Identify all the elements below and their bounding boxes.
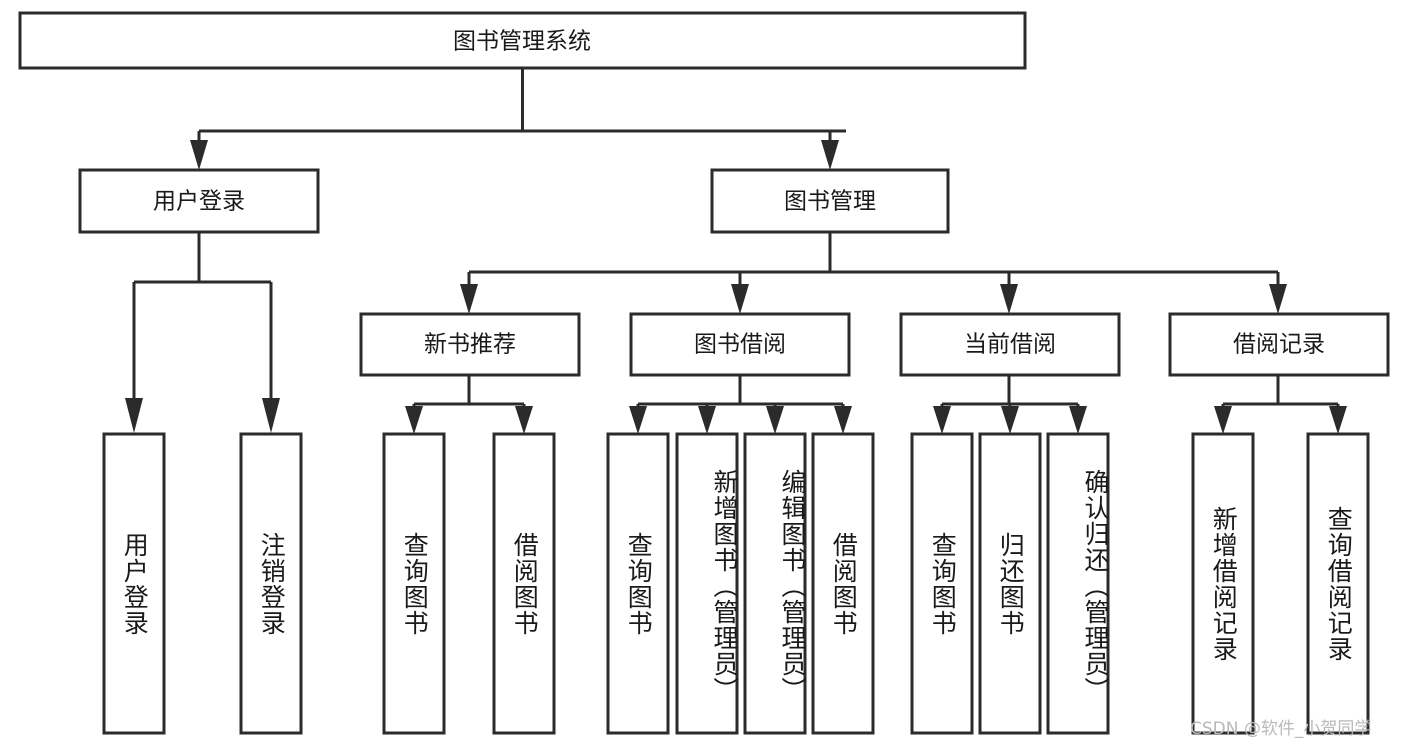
connector-group-current-borrow (933, 375, 1087, 434)
node-root-label: 图书管理系统 (453, 29, 591, 55)
leaf-rect-br-query-record[interactable] (1306, 432, 1370, 735)
leaf-rect-br-add-record[interactable] (1191, 432, 1255, 735)
arrow-head-leaf-logout (262, 398, 280, 433)
arrow-head-leaf-user-login (125, 398, 143, 433)
node-user-login[interactable]: 用户登录 (78, 168, 320, 234)
arrow-head-br-leaf-2 (1329, 406, 1347, 434)
node-borrow-records[interactable]: 借阅记录 (1168, 312, 1390, 377)
leaf-rect-logout[interactable] (239, 432, 303, 735)
connector-group-borrow-records (1214, 375, 1347, 434)
node-root[interactable]: 图书管理系统 (18, 11, 1027, 70)
connector-group-new-book (405, 375, 533, 434)
leaf-rect-cb-confirm-return[interactable] (1046, 432, 1110, 735)
arrow-head-new-book (460, 284, 478, 314)
arrow-head-br-leaf-1 (1214, 406, 1232, 434)
arrow-head-book-borrow (731, 284, 749, 314)
node-current-borrow-rect[interactable] (899, 312, 1121, 377)
arrow-head-borrow-records (1269, 284, 1287, 314)
node-user-login-label: 用户登录 (153, 189, 245, 215)
node-book-borrow-label: 图书借阅 (694, 332, 786, 358)
node-book-borrow-rect[interactable] (629, 312, 851, 377)
arrow-head-cb-leaf-1 (933, 406, 951, 434)
leaf-rect-bb-add-book[interactable] (675, 432, 739, 735)
node-book-borrow[interactable]: 图书借阅 (629, 312, 851, 377)
connector-group-user-login (125, 232, 280, 433)
connector-group-book-management (460, 232, 1287, 314)
leaf-rect-nb-borrow-book[interactable] (492, 432, 556, 735)
leaf-rect-bb-query-book[interactable] (606, 432, 670, 735)
node-user-login-rect[interactable] (78, 168, 320, 234)
node-root-rect[interactable] (18, 11, 1027, 70)
arrow-head-cb-leaf-3 (1069, 406, 1087, 434)
leaf-rect-user-login[interactable] (102, 432, 166, 735)
leaf-rect-bb-edit-book[interactable] (743, 432, 807, 735)
connector-group-book-borrow (629, 375, 852, 434)
node-book-management[interactable]: 图书管理 (710, 168, 950, 234)
node-current-borrow[interactable]: 当前借阅 (899, 312, 1121, 377)
node-new-book-recommend-rect[interactable] (359, 312, 581, 377)
arrow-head-nb-leaf-1 (405, 406, 423, 434)
node-borrow-records-rect[interactable] (1168, 312, 1390, 377)
node-new-book-recommend-label: 新书推荐 (424, 332, 516, 358)
arrow-head-user-login (190, 140, 208, 170)
leaf-boxes (102, 432, 1370, 735)
csdn-watermark: CSDN @软件_小贺同学 (1190, 719, 1372, 739)
leaf-rect-nb-query-book[interactable] (382, 432, 446, 735)
arrow-head-cb-leaf-2 (1001, 406, 1019, 434)
arrow-head-book-management (821, 140, 839, 170)
arrow-head-bb-leaf-1 (629, 406, 647, 434)
leaf-rect-cb-query-book[interactable] (910, 432, 974, 735)
arrow-head-current-borrow (1000, 284, 1018, 314)
arrow-head-nb-leaf-2 (515, 406, 533, 434)
node-new-book-recommend[interactable]: 新书推荐 (359, 312, 581, 377)
arrow-head-bb-leaf-2 (698, 406, 716, 434)
leaf-rect-cb-return-book[interactable] (978, 432, 1042, 735)
connector-group-root (190, 68, 846, 170)
leaf-rect-bb-borrow-book[interactable] (811, 432, 875, 735)
node-current-borrow-label: 当前借阅 (964, 332, 1056, 358)
node-borrow-records-label: 借阅记录 (1233, 332, 1325, 358)
arrow-head-bb-leaf-3 (766, 406, 784, 434)
node-book-management-label: 图书管理 (784, 189, 876, 215)
arrow-head-bb-leaf-4 (834, 406, 852, 434)
node-book-management-rect[interactable] (710, 168, 950, 234)
